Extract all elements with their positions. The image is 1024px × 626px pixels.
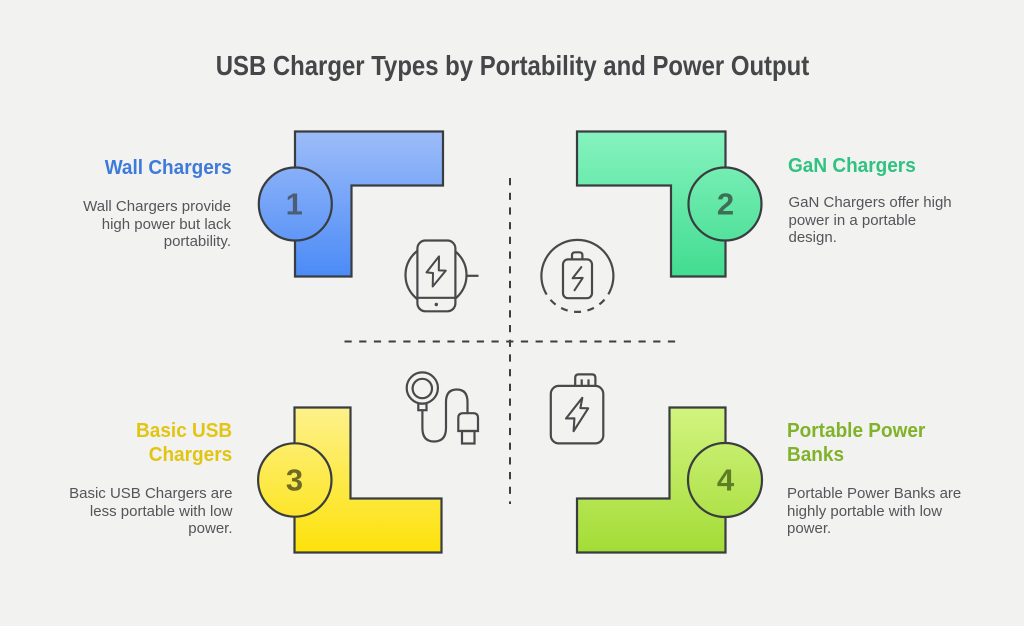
svg-text:3: 3: [286, 462, 303, 497]
svg-text:2: 2: [717, 186, 734, 221]
svg-text:4: 4: [717, 462, 735, 497]
svg-text:1: 1: [286, 186, 303, 221]
